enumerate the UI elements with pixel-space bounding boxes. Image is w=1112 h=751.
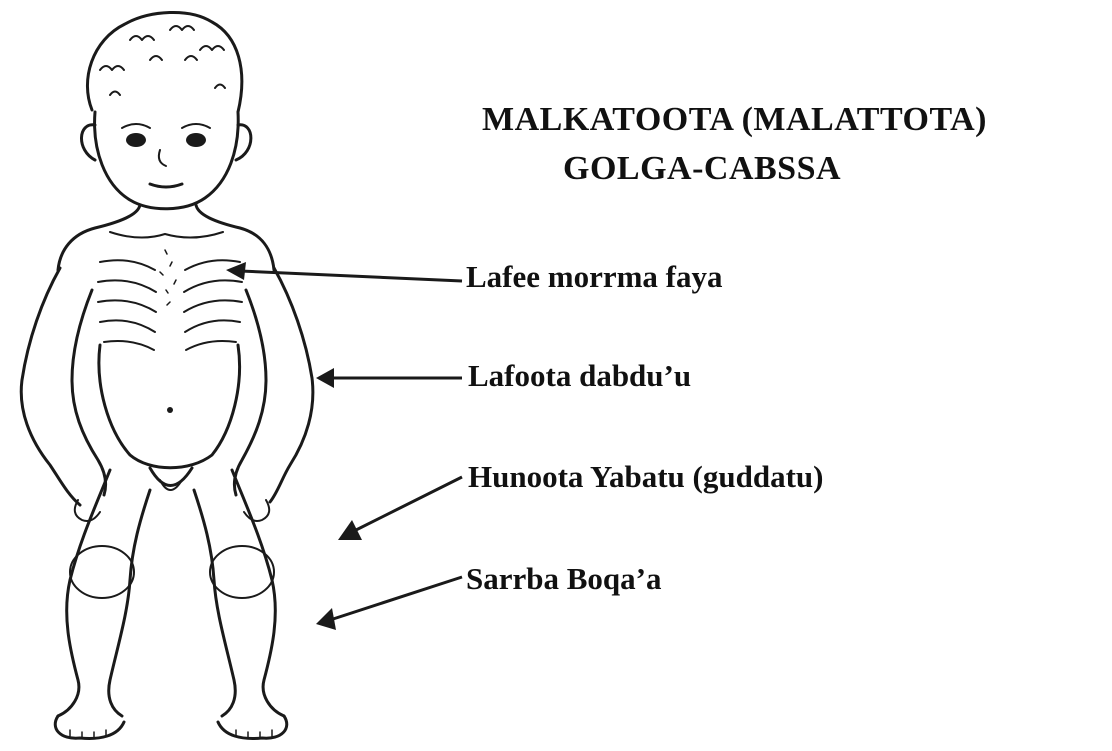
diagram-title-line2: GOLGA-CABSSA: [563, 150, 841, 188]
arrow-ribs: [226, 262, 462, 281]
diagram-title-line1: MALKATOOTA (MALATTOTA): [482, 101, 987, 139]
label-ribs: Lafee morrma faya: [466, 259, 723, 295]
arrow-leg: [316, 577, 462, 630]
arrow-joints: [338, 477, 462, 540]
arrow-arm: [316, 368, 462, 388]
child-head: [81, 12, 250, 208]
label-arms: Lafoota dabdu’u: [468, 358, 691, 394]
label-joints: Hunoota Yabatu (guddatu): [468, 459, 823, 495]
child-arms: [21, 268, 313, 521]
label-legs: Sarrba Boqa’a: [466, 561, 662, 597]
child-legs: [55, 470, 287, 738]
